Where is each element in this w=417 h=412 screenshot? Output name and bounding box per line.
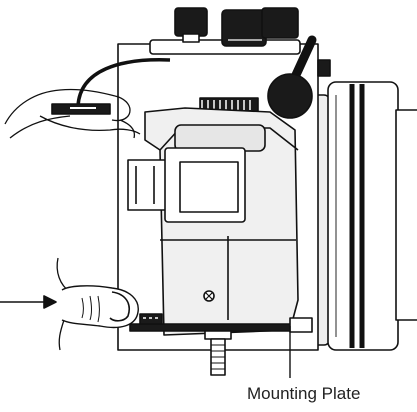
tilt-lever	[267, 35, 317, 119]
push-arrow-icon	[0, 295, 57, 309]
thumb-illustration	[56, 257, 139, 351]
mounting-plate	[129, 313, 313, 333]
lower-panel	[160, 236, 296, 320]
grip-cable	[51, 58, 171, 115]
control-dial	[199, 97, 259, 113]
tripod-screw	[204, 330, 232, 376]
mounting-plate-label: Mounting Plate	[247, 384, 361, 403]
top-control-block	[149, 7, 331, 77]
viewfinder-housing	[127, 147, 246, 223]
hand-illustration	[4, 88, 141, 139]
